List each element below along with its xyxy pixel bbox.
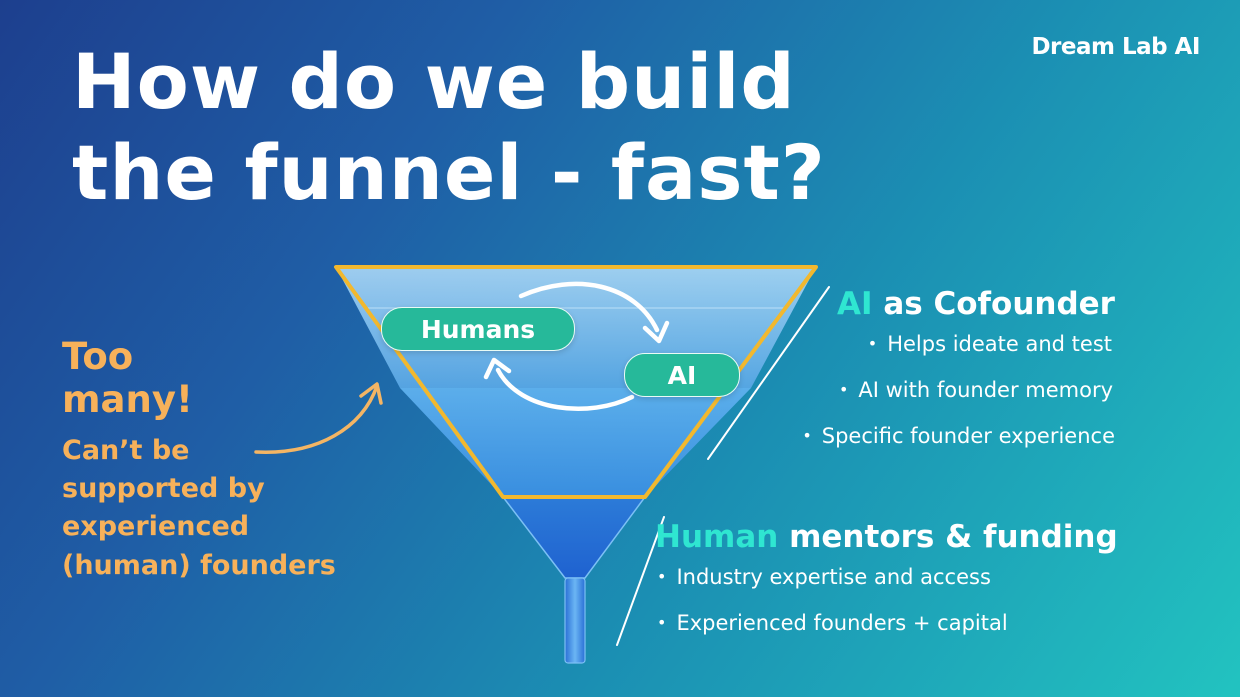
human-section-heading: Human mentors & funding [655,519,1175,555]
ai-heading-rest: as Cofounder [872,286,1115,322]
humans-pill: Humans [381,307,575,351]
title-line-1: How do we build [72,37,796,126]
ai-section-divider [707,286,830,460]
callout-heading: Too many! [62,335,442,422]
bullet-dot: • [867,334,878,353]
bullet-dot: • [657,613,667,633]
funnel-outline [334,265,818,499]
circular-arrows-icon [483,281,670,411]
callout-subtext: Can’t be supported by experienced (human… [62,432,442,585]
callout-heading-line-2: many! [62,377,193,421]
list-item: • Industry expertise and access [655,565,1175,590]
list-item: • Experienced founders + capital [655,611,1175,636]
bullet-text: Experienced founders + capital [676,611,1008,636]
ai-heading-accent: AI [837,286,873,322]
human-bullet-list: • Industry expertise and access • Experien… [655,565,1175,636]
bullet-text: AI with founder memory [858,378,1113,403]
callout-subtext-line-1: Can’t be [62,434,190,466]
callout-subtext-line-3: experienced [62,511,250,543]
bullet-dot: • [802,426,812,446]
list-item: • Helps ideate and test [720,332,1170,357]
callout-subtext-line-4: (human) founders [62,549,336,581]
human-heading-rest: mentors & funding [778,519,1118,555]
human-mentors-section: Human mentors & funding • Industry expert… [655,519,1175,657]
list-item: • Specific founder experience [720,424,1170,449]
funnel-stem [564,577,586,664]
too-many-callout: Too many! Can’t be supported by experien… [62,335,442,585]
ai-section-heading: AI as Cofounder [720,286,1170,322]
ai-pill: AI [624,353,740,397]
callout-heading-line-1: Too [62,335,134,378]
funnel-lower-section [501,496,647,579]
callout-subtext-line-2: supported by [62,473,265,505]
ai-cofounder-section: AI as Cofounder • Helps ideate and test •… [720,286,1170,471]
brand-logo: Dream Lab AI [1031,34,1200,60]
bullet-text: Specific founder experience [821,424,1115,449]
slide-title: How do we build the funnel - fast? [72,36,972,218]
bullet-text: Helps ideate and test [887,332,1112,356]
bullet-dot: • [838,380,849,400]
list-item: • AI with founder memory [720,378,1170,403]
curved-arrow-icon [254,382,383,454]
ai-bullet-list: • Helps ideate and test • AI with founder … [720,332,1170,450]
human-heading-accent: Human [655,519,779,555]
title-line-2: the funnel - fast? [72,128,826,218]
bullet-text: Industry expertise and access [676,565,991,589]
funnel-middle-band [400,388,751,497]
human-section-divider [616,516,665,646]
bullet-dot: • [657,567,667,586]
section-dividers [616,286,830,646]
